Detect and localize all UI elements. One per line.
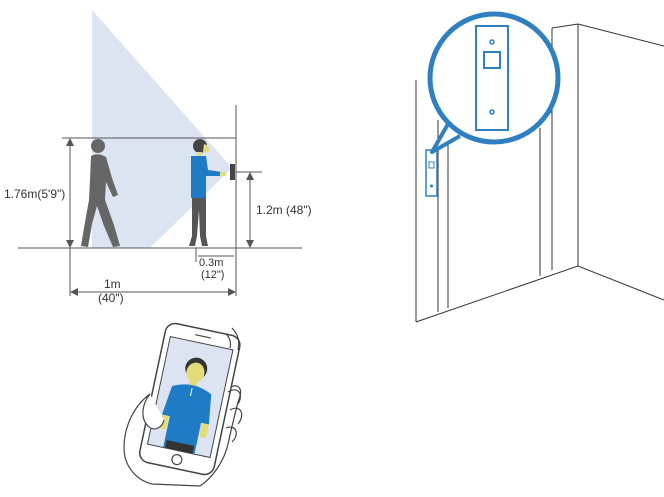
person-torso [191,156,222,198]
arrow-right-icon [228,288,236,296]
doorbell-camera-window-small [428,161,435,169]
right-wall-top [577,23,664,47]
screen-person-collar [189,388,193,397]
fingers-outline [225,389,243,443]
arrow-down-icon [246,240,254,248]
arrow-up-icon [246,172,254,180]
person-neck [197,152,202,156]
smartphone-speaker [195,334,212,339]
person-legs [189,198,208,246]
far-distance-inches-label: (40") [98,291,124,305]
doorbell-device-small [425,149,438,197]
vibration-icon [231,327,240,351]
far-distance-label: 1m [104,277,121,291]
vibration-icon [225,333,232,349]
field-of-view-cone [92,10,232,248]
doorbell-button-small [430,184,433,188]
screen-person-pants [165,440,195,454]
doorbell-screw-top [489,39,495,45]
screen-person-shirt [161,384,212,455]
side-view-scene: 1.76m(5'9") 1.2m (48") 0.3m (12") 1m (40… [4,10,312,305]
walking-person-silhouette-icon [81,139,120,247]
doorbell-camera-side [230,164,235,180]
magnifier-callout-tail [430,123,461,154]
door-installation-scene [415,11,664,323]
doorbell-screw-bottom [489,109,495,115]
arrow-up-icon [66,138,74,146]
doorbell-camera-window [483,51,501,69]
person-height-label: 1.76m(5'9") [4,187,65,201]
standing-person-icon [189,139,226,246]
thumb-outline [142,393,165,430]
smartphone-home-button [171,454,183,466]
phone-notification-scene [123,322,243,487]
arrow-down-icon [66,240,74,248]
mount-height-label: 1.2m (48") [256,203,312,217]
person-hand [220,172,226,176]
screen-person-face [186,362,205,383]
arrow-left-icon [70,288,78,296]
ceiling-line [551,23,579,29]
screen-person-hand-right [199,423,209,439]
near-distance-label: 0.3m [199,257,223,269]
near-distance-inches-label: (12") [201,269,224,281]
